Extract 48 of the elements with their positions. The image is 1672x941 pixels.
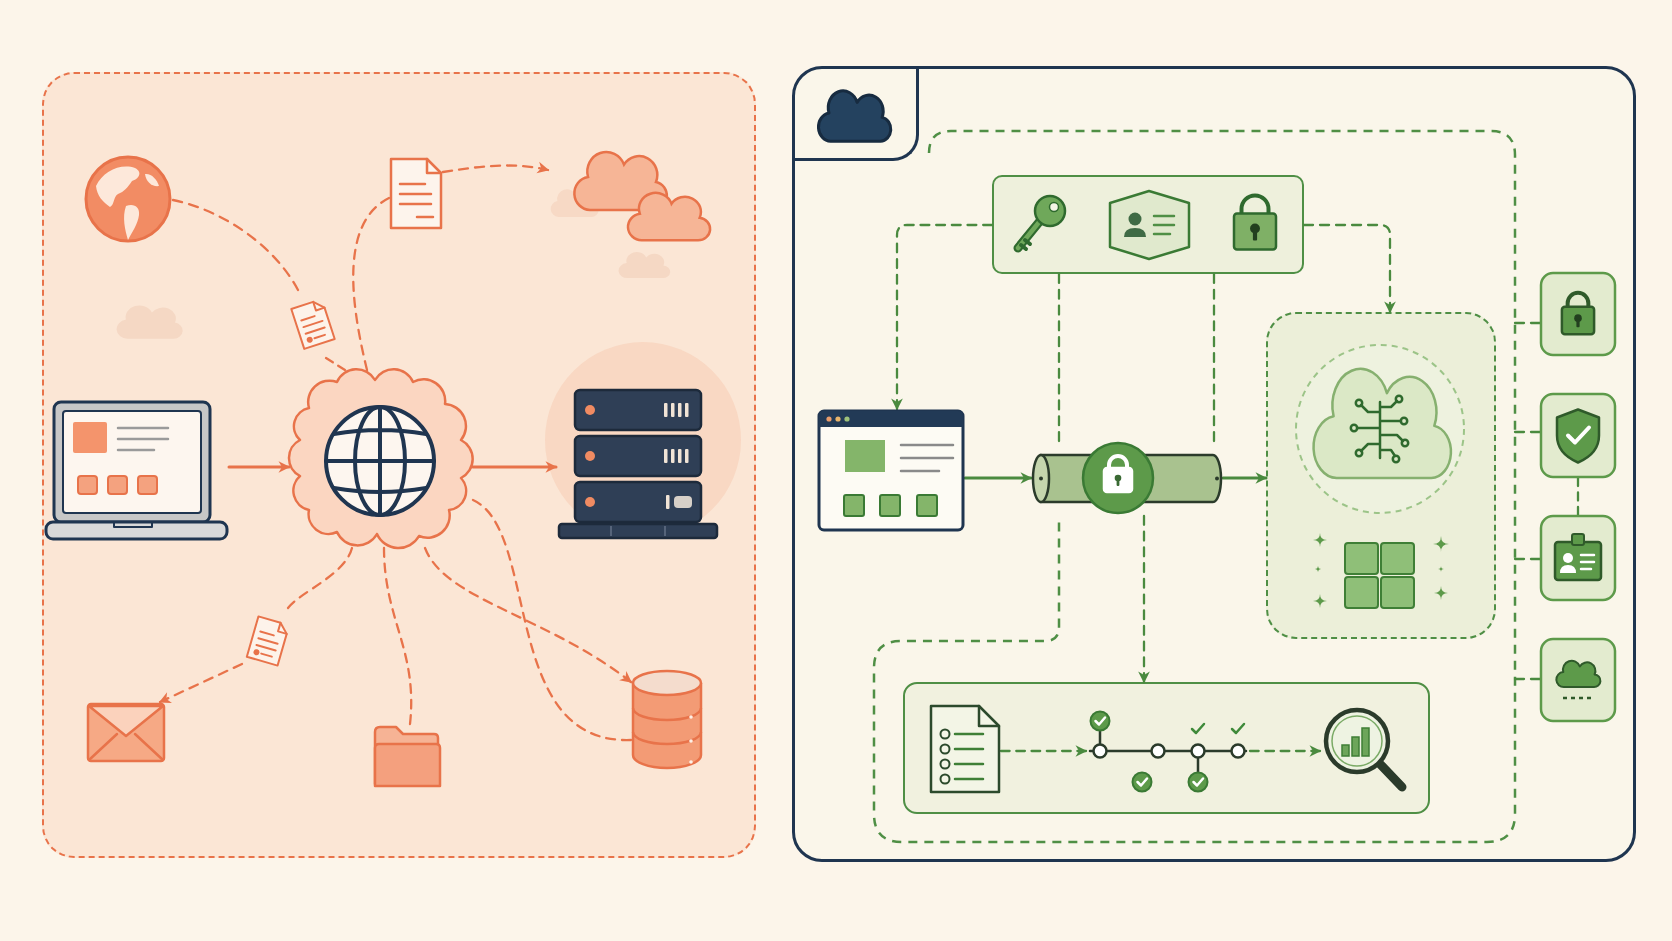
- database-icon: [631, 669, 703, 771]
- dashed-arrow: [423, 546, 633, 684]
- globe-cloud-icon: [289, 370, 473, 548]
- checklist-icon: [929, 704, 1001, 794]
- dashed-line: [171, 198, 300, 292]
- padlock-tile-icon: [1540, 272, 1616, 356]
- dashed-line: [1057, 272, 1061, 443]
- clouds-icon: [548, 148, 714, 244]
- dashed-line: [324, 356, 347, 372]
- locked-pipe-icon: [1031, 441, 1223, 516]
- dashed-line: [1513, 321, 1542, 325]
- shield-check-icon: [1540, 393, 1616, 478]
- dashed-line: [1576, 476, 1580, 517]
- arrow: [1221, 472, 1268, 484]
- dashed-line: [1513, 557, 1542, 561]
- dashed-line: [286, 546, 354, 610]
- rounded-panel: [792, 66, 1636, 862]
- id-badge-icon: [1540, 515, 1616, 601]
- dashed-line: [382, 546, 413, 726]
- envelope-icon: [86, 702, 166, 763]
- dashed-line: [1212, 272, 1216, 443]
- id-card-icon: [1108, 189, 1191, 261]
- server-rack-icon: [556, 388, 720, 540]
- earth-globe-icon: [83, 154, 173, 244]
- folder-icon: [373, 724, 442, 789]
- browser-window-icon: [817, 409, 965, 532]
- dashed-line: [1513, 677, 1542, 681]
- dashed-arrow: [1302, 223, 1396, 314]
- arrow: [471, 461, 558, 473]
- dashed-arrow: [158, 662, 244, 704]
- dashed-arrow: [891, 223, 994, 411]
- dashed-line: [352, 196, 391, 372]
- credentials-box: [992, 175, 1304, 274]
- dashed-arrow: [441, 162, 550, 174]
- arrow: [227, 461, 291, 473]
- dashed-arrow: [999, 745, 1088, 757]
- dashed-panel: [42, 72, 756, 858]
- dashed-line: [471, 498, 633, 742]
- arrow: [963, 472, 1033, 484]
- laptop-icon: [44, 400, 229, 542]
- dashed-boundary: [874, 131, 1515, 842]
- document-icon: [389, 157, 443, 230]
- dashed-arrow: [1138, 514, 1150, 684]
- dashed-region: [1266, 312, 1496, 639]
- dashed-arrow: [1248, 745, 1322, 757]
- process-box: [903, 682, 1430, 814]
- dashed-line: [1513, 430, 1542, 434]
- cloud-tile-icon: [1540, 638, 1616, 722]
